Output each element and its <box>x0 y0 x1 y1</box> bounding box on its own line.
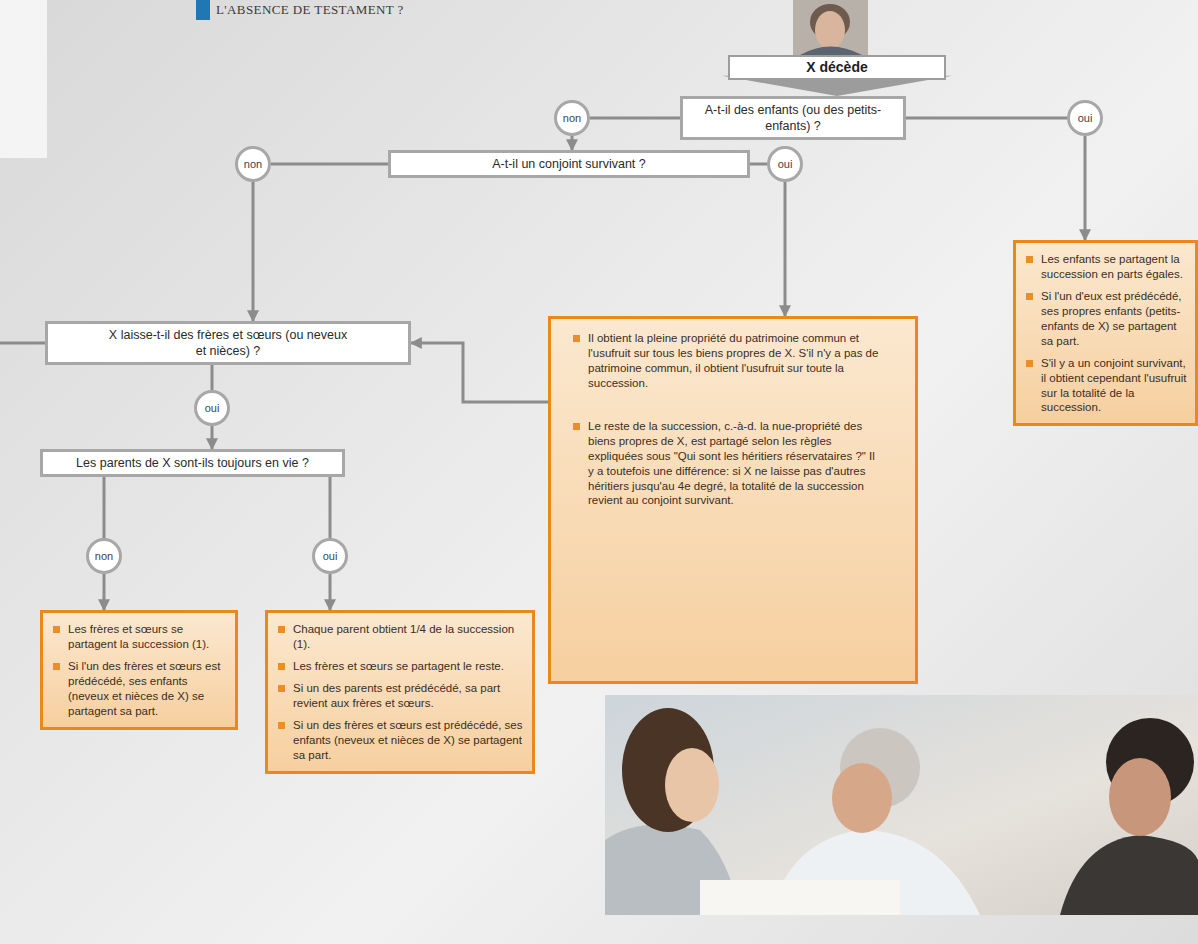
result-box: Il obtient la pleine propriété du patrim… <box>548 316 918 684</box>
result-box: Chaque parent obtient 1/4 de la successi… <box>265 610 535 774</box>
connector-line <box>750 163 767 166</box>
start-text: X décède <box>736 59 938 76</box>
photo-ground <box>605 695 1198 915</box>
connector-line <box>211 426 214 449</box>
rule-text: Les enfants se partagent la succession e… <box>1026 252 1189 282</box>
question-text: A-t-il des enfants (ou des petits-enfant… <box>691 102 895 134</box>
rule-text: Les frères et sœurs se partagent le rest… <box>278 659 524 674</box>
connector-line <box>329 574 332 610</box>
connector-line <box>784 182 787 316</box>
young-man-face <box>1109 758 1171 836</box>
title-marker <box>196 0 210 20</box>
rule-text: S'il y a un conjoint survivant, il obtie… <box>1026 356 1189 416</box>
branch-label: non <box>244 158 262 170</box>
connector-line <box>271 163 388 166</box>
connector-line <box>590 117 680 120</box>
start-box: X décède <box>728 55 946 80</box>
connector-line <box>211 365 214 390</box>
paper-sheet <box>700 880 900 915</box>
branch-label: non <box>563 112 581 124</box>
connector-line <box>329 477 332 538</box>
branch-line <box>0 342 45 345</box>
question-box: Les parents de X sont-ils toujours en vi… <box>40 449 345 477</box>
branch-circle: non <box>86 538 122 574</box>
rule-text: Les frères et sœurs se partagent la succ… <box>53 622 227 652</box>
result-box: Les enfants se partagent la succession e… <box>1013 240 1198 426</box>
branch-circle: non <box>235 146 271 182</box>
paper-strip <box>0 0 47 158</box>
rule-text: Si l'un d'eux est prédécédé, ses propres… <box>1026 289 1189 349</box>
question-box: A-t-il un conjoint survivant ? <box>388 150 750 178</box>
connector-line <box>571 136 574 150</box>
rule-text: Si un des parents est prédécédé, sa part… <box>278 681 524 711</box>
rule-text: Si l'un des frères et sœurs est prédécéd… <box>53 659 227 719</box>
branch-label: oui <box>778 158 793 170</box>
connector-line <box>906 117 1067 120</box>
rule-text: Chaque parent obtient 1/4 de la successi… <box>278 622 524 652</box>
branch-label: oui <box>323 550 338 562</box>
rule-text: Si un des frères et sœurs est prédécédé,… <box>278 718 524 763</box>
connector-line <box>411 343 548 402</box>
portrait-ground <box>793 0 868 55</box>
portrait-shoulders <box>800 47 862 56</box>
woman-face <box>665 748 719 822</box>
man-face <box>832 763 892 833</box>
question-text: Les parents de X sont-ils toujours en vi… <box>51 455 334 471</box>
portrait-face <box>815 11 845 49</box>
portrait-photo <box>793 0 868 55</box>
branch-circle: non <box>554 100 590 136</box>
young-man-shirt <box>1060 835 1198 915</box>
branch-circle: oui <box>1067 100 1103 136</box>
connector-line <box>252 182 255 321</box>
connector-line <box>1084 136 1087 240</box>
people-photo <box>605 695 1198 915</box>
branch-label: non <box>95 550 113 562</box>
branch-circle: oui <box>767 146 803 182</box>
question-box: X laisse-t-il des frères et sœurs (ou ne… <box>45 321 411 365</box>
question-text: A-t-il un conjoint survivant ? <box>399 156 739 172</box>
rule-text: Il obtient la pleine propriété du patrim… <box>573 331 881 391</box>
branch-label: oui <box>205 402 220 414</box>
branch-circle: oui <box>194 390 230 426</box>
rule-text: Le reste de la succession, c.-à-d. la nu… <box>573 419 881 509</box>
branch-circle: oui <box>312 538 348 574</box>
result-box: Les frères et sœurs se partagent la succ… <box>40 610 238 730</box>
branch-label: oui <box>1078 112 1093 124</box>
question-text: X laisse-t-il des frères et sœurs (ou ne… <box>103 327 353 359</box>
question-box: A-t-il des enfants (ou des petits-enfant… <box>680 96 906 140</box>
page-title: L'ABSENCE DE TESTAMENT ? <box>216 2 404 18</box>
connector-line <box>103 477 106 538</box>
connector-line <box>103 574 106 610</box>
